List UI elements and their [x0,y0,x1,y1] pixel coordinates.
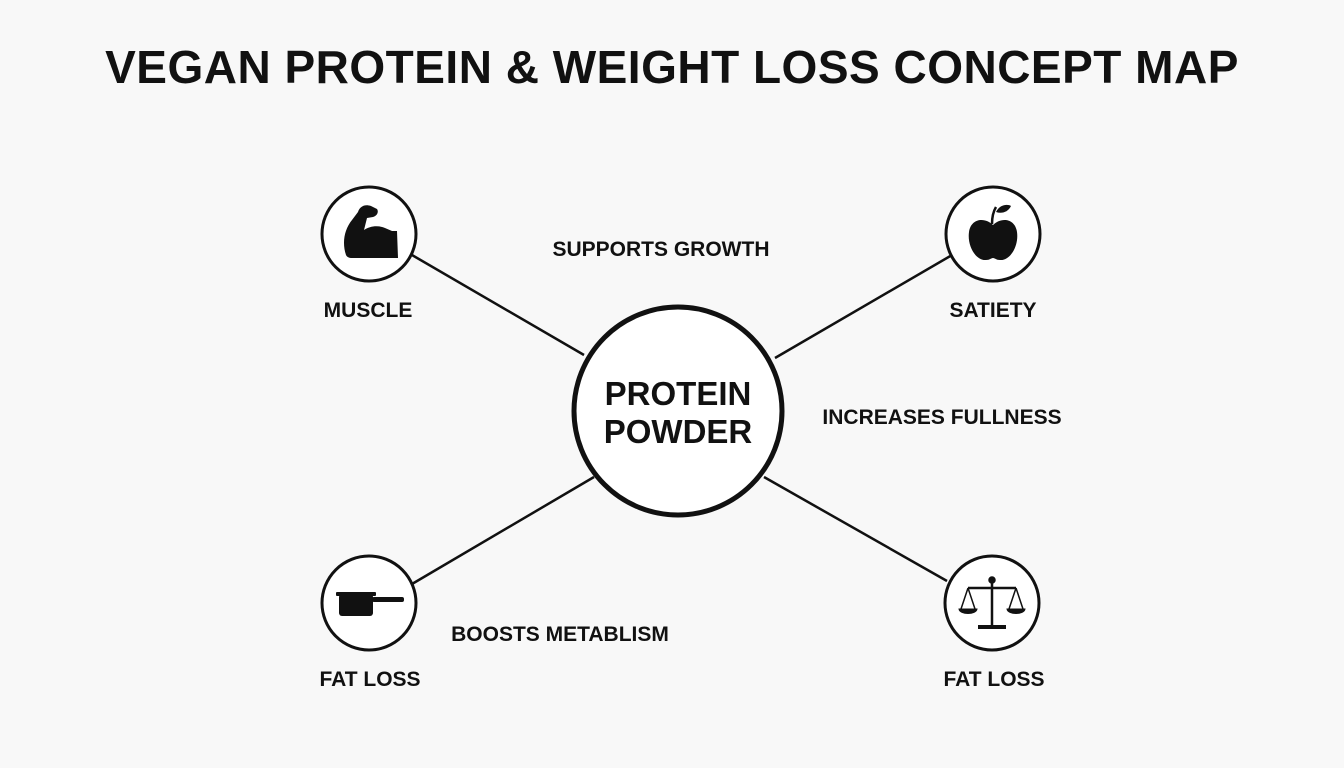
node-label-muscle: MUSCLE [323,299,413,322]
connector-fat-loss-left [411,475,595,586]
balance-scale-icon [958,576,1026,629]
node-satiety [944,185,1042,283]
link-label-boosts-metablism: BOOSTS METABLISM [451,623,669,646]
center-node-label: PROTEIN POWDER [604,375,753,451]
link-label-increases-fullness: INCREASES FULLNESS [822,406,1062,429]
flexed-arm-icon [344,205,398,258]
connector-satiety [774,253,953,360]
center-label-line2: POWDER [603,413,753,450]
connector-fat-loss-right [763,475,948,583]
node-fat-loss-right [943,554,1041,652]
apple-icon [968,204,1018,261]
center-label-line1: PROTEIN [604,375,752,412]
connector-muscle [411,253,585,357]
page-title: VEGAN PROTEIN & WEIGHT LOSS CONCEPT MAP [105,41,1239,93]
center-node [571,304,785,518]
node-label-fat-loss-left: FAT LOSS [319,668,421,691]
link-label-supports-growth: SUPPORTS GROWTH [552,238,770,261]
node-label-fat-loss-right: FAT LOSS [943,668,1045,691]
node-label-satiety: SATIETY [949,299,1037,322]
scoop-icon [336,592,404,616]
node-muscle [320,185,418,283]
node-fat-loss-left [320,554,418,652]
